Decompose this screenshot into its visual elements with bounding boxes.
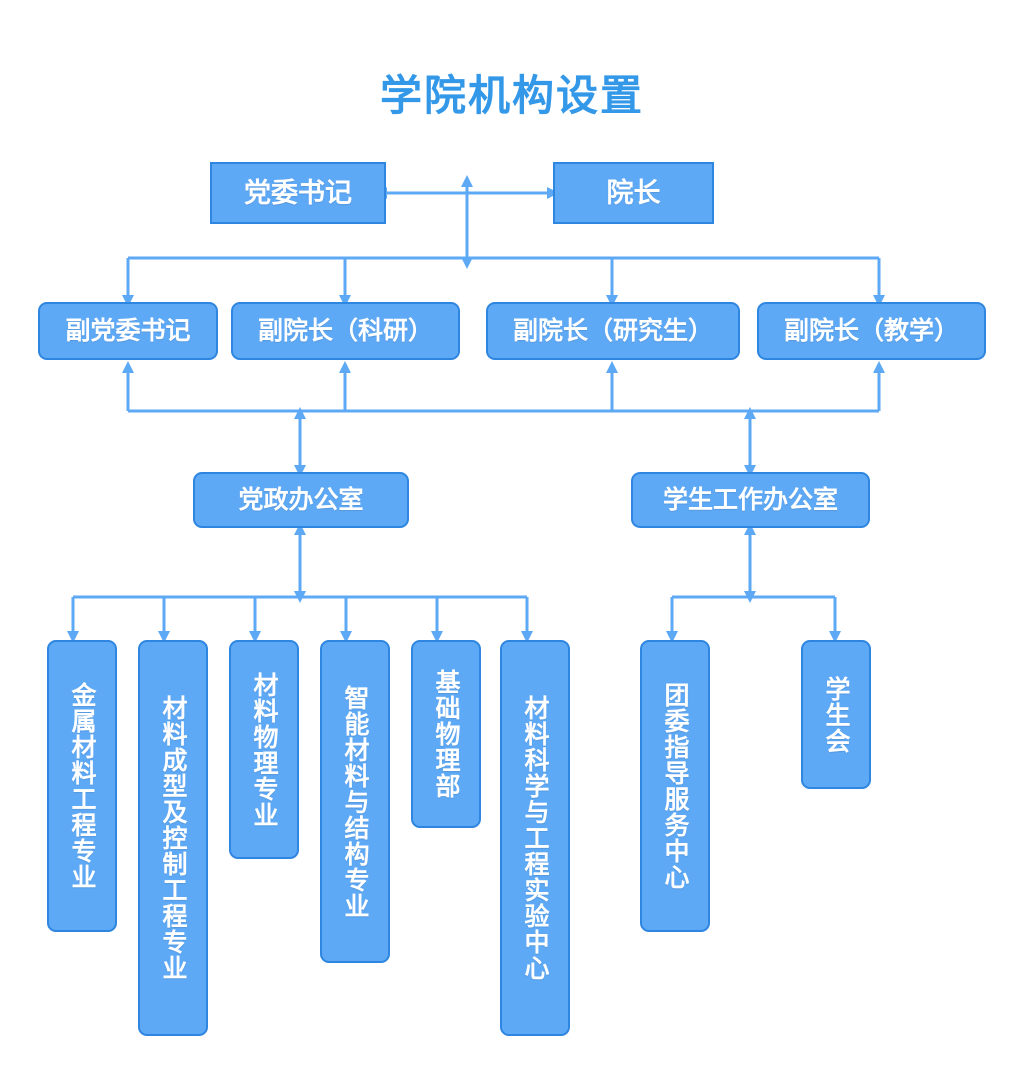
node-smart-materials[interactable]: 智能材料与结构专业	[320, 640, 390, 963]
node-student-affairs-office[interactable]: 学生工作办公室	[631, 472, 870, 528]
node-vice-dean-teaching[interactable]: 副院长（教学）	[757, 302, 986, 360]
node-lab-center[interactable]: 材料科学与工程实验中心	[500, 640, 570, 1036]
node-materials-physics[interactable]: 材料物理专业	[229, 640, 299, 859]
node-metal-materials[interactable]: 金属材料工程专业	[47, 640, 117, 932]
node-basic-physics[interactable]: 基础物理部	[411, 640, 481, 828]
node-party-secretary[interactable]: 党委书记	[210, 162, 386, 224]
edge-group-top	[375, 175, 559, 269]
node-admin-office[interactable]: 党政办公室	[193, 472, 409, 528]
node-dean[interactable]: 院长	[553, 162, 714, 224]
node-vice-dean-research[interactable]: 副院长（科研）	[231, 302, 460, 360]
edge-group-level1	[122, 256, 885, 307]
node-vice-dean-graduate[interactable]: 副院长（研究生）	[486, 302, 740, 360]
edge-group-level3-left	[67, 523, 533, 643]
node-vice-party-secretary[interactable]: 副党委书记	[38, 302, 218, 360]
node-student-union[interactable]: 学生会	[801, 640, 871, 789]
node-youth-league-center[interactable]: 团委指导服务中心	[640, 640, 710, 932]
node-forming-control[interactable]: 材料成型及控制工程专业	[138, 640, 208, 1036]
page-title: 学院机构设置	[379, 72, 644, 119]
edge-group-level3-right	[666, 523, 841, 643]
edge-group-level2	[122, 361, 885, 477]
